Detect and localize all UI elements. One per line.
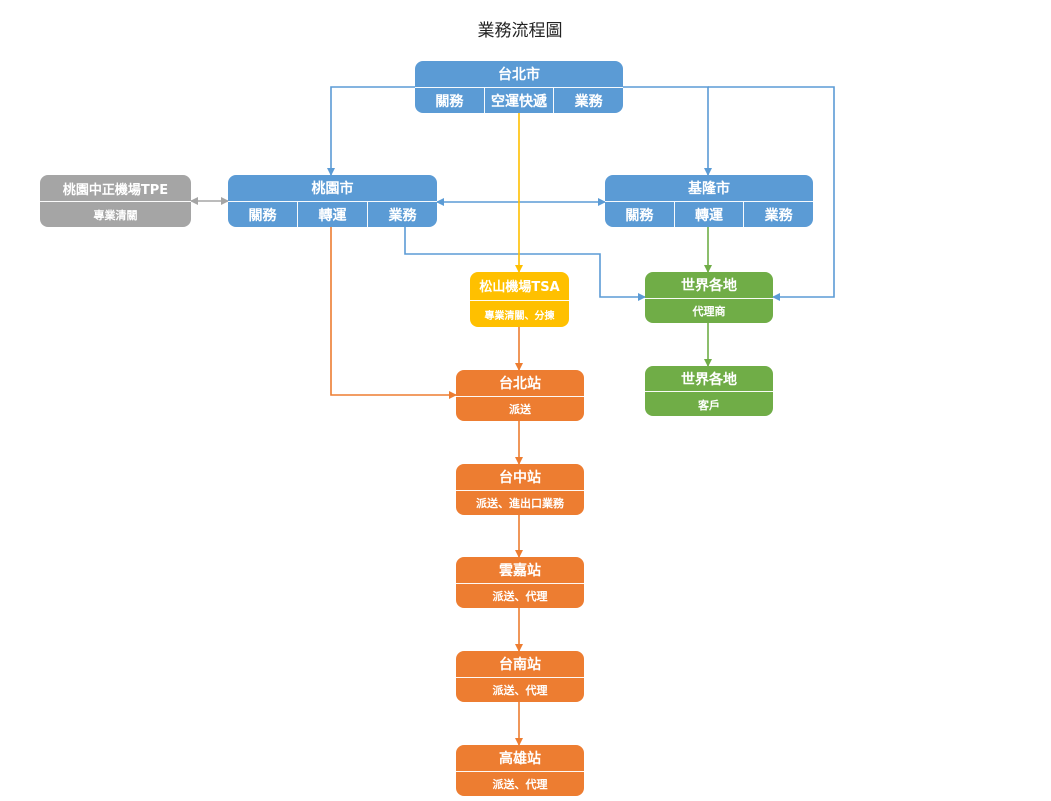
cell-business: 業務 <box>367 202 437 227</box>
node-taipei-station[interactable]: 台北站 派送 <box>456 370 584 421</box>
node-subtitle: 派送、進出口業務 <box>456 489 584 516</box>
node-taipei[interactable]: 台北市 關務 空運快遞 業務 <box>415 61 623 113</box>
node-title: 台中站 <box>499 469 541 486</box>
node-subtitle: 派送、代理 <box>456 676 584 703</box>
node-subtitle: 代理商 <box>645 297 773 324</box>
node-world-customers[interactable]: 世界各地 客戶 <box>645 366 773 416</box>
edge-taipei-world <box>708 86 835 301</box>
diagram-title: 業務流程圖 <box>477 21 563 41</box>
edge-taipei-keelung <box>623 86 712 176</box>
edge-taoyuan-taipei-station <box>330 227 457 399</box>
cell-transit: 轉運 <box>297 202 367 227</box>
node-title: 世界各地 <box>681 371 737 388</box>
cell-business: 業務 <box>553 88 623 113</box>
node-yunjia-station[interactable]: 雲嘉站 派送、代理 <box>456 557 584 608</box>
node-tpe-airport[interactable]: 桃園中正機場TPE 專業清關 <box>40 175 191 227</box>
node-subtitle: 專業清關、分揀 <box>470 299 569 328</box>
edge-taipei-taoyuan <box>327 86 415 176</box>
node-tainan-station[interactable]: 台南站 派送、代理 <box>456 651 584 702</box>
node-subtitle: 派送 <box>456 395 584 422</box>
node-title: 雲嘉站 <box>499 562 541 579</box>
edge-taoyuan-world <box>404 227 646 301</box>
node-title: 松山機場TSA <box>479 280 560 296</box>
node-taichung-station[interactable]: 台中站 派送、進出口業務 <box>456 464 584 515</box>
node-title: 桃園市 <box>311 181 354 197</box>
node-title: 桃園中正機場TPE <box>62 182 169 198</box>
node-title: 台北站 <box>499 375 541 392</box>
node-subtitle: 派送、代理 <box>456 582 584 609</box>
node-taoyuan[interactable]: 桃園市 關務 轉運 業務 <box>228 175 437 227</box>
cell-customs: 關務 <box>435 94 464 110</box>
node-kaohsiung-station[interactable]: 高雄站 派送、代理 <box>456 745 584 796</box>
node-subtitle: 客戶 <box>645 391 773 416</box>
cell-customs: 關務 <box>625 208 654 224</box>
node-title: 基隆市 <box>688 181 730 197</box>
node-title: 台北市 <box>498 67 540 83</box>
node-world-agents[interactable]: 世界各地 代理商 <box>645 272 773 323</box>
cell-customs: 關務 <box>248 208 277 224</box>
node-tsa-airport[interactable]: 松山機場TSA 專業清關、分揀 <box>470 272 569 327</box>
node-subtitle: 專業清關 <box>40 201 191 227</box>
node-subtitle: 派送、代理 <box>456 770 584 797</box>
node-title: 世界各地 <box>681 277 737 294</box>
cell-air-express: 空運快遞 <box>483 88 554 113</box>
node-title: 台南站 <box>499 656 541 673</box>
node-keelung[interactable]: 基隆市 關務 轉運 業務 <box>605 175 813 227</box>
cell-business: 業務 <box>743 202 813 227</box>
cell-transit: 轉運 <box>673 202 744 227</box>
node-title: 高雄站 <box>499 750 541 767</box>
